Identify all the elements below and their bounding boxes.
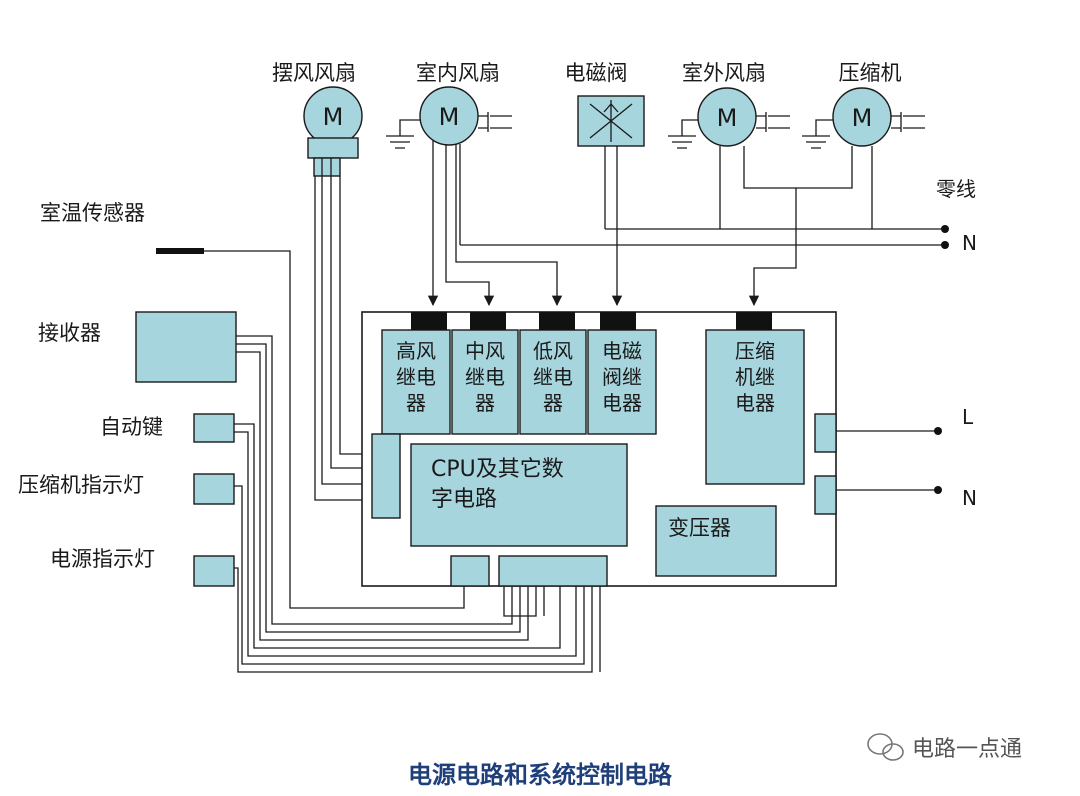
compressor-ground-icon [802,119,833,149]
outdoor-fan-ground-icon [668,119,698,149]
svg-text:电磁: 电磁 [602,339,642,363]
svg-text:继电: 继电 [533,365,573,389]
swing-fan-wires [314,176,372,501]
n-top-terminal-2 [941,241,949,249]
compressor-motor-symbol: M [852,104,873,132]
compressor-motor-icon [832,87,892,147]
compressor-capacitor-icon [891,112,925,132]
outdoor-fan-capacitor-icon [756,112,790,132]
outdoor-fan-motor-icon [697,87,757,147]
transformer: 变压器 [655,505,777,577]
compressor: 压缩机 M [802,61,925,149]
watermark-text: 电路一点通 [912,737,1022,762]
n-label: N [962,486,977,510]
swing-fan: 摆风风扇 M [272,61,363,177]
bottom-connector-right [498,555,608,587]
comp-led-label: 压缩机指示灯 [18,473,144,497]
n-terminal [934,486,942,494]
cpu-block: CPU及其它数 字电路 [410,443,628,547]
auto-key-label: 自动键 [100,415,163,439]
swing-fan-label: 摆风风扇 [272,61,356,85]
sensor-wire [204,250,465,609]
cpu-line-2: 字电路 [431,487,497,512]
comp-led-wire [234,485,585,665]
swing-fan-connector [313,157,341,177]
swing-fan-connector-board [371,433,401,519]
transformer-label: 变压器 [668,516,731,540]
svg-text:继电: 继电 [465,365,505,389]
power-led-label: 电源指示灯 [50,547,155,571]
svg-text:压缩: 压缩 [735,339,775,363]
indoor-fan-label: 室内风扇 [416,61,500,85]
l-terminal-block [814,413,837,453]
outdoor-fan-label: 室外风扇 [682,61,766,85]
comp-led-box [193,473,235,505]
receiver-box [135,311,237,383]
l-terminal [934,427,942,435]
relay-high: 高风 继电 器 [381,312,451,435]
svg-text:高风: 高风 [396,339,436,363]
l-label: L [962,405,974,429]
svg-text:阀继: 阀继 [602,365,642,389]
svg-text:器: 器 [406,391,426,415]
solenoid-valve-label: 电磁阀 [565,61,628,85]
room-temp-sensor-label: 室温传感器 [40,201,145,225]
svg-text:器: 器 [543,391,563,415]
indoor-fan: 室内风扇 M [386,61,512,149]
indoor-fan-ground-icon [386,119,420,149]
relay-mid: 中风 继电 器 [451,312,519,435]
compressor-label: 压缩机 [839,61,902,85]
outdoor-fan-motor-symbol: M [717,104,738,132]
n-top-label: N [962,231,977,255]
receiver-label: 接收器 [38,321,101,345]
svg-text:电器: 电器 [735,391,775,415]
diagram-title: 电源电路和系统控制电路 [408,761,673,789]
wechat-icon [867,733,904,761]
n-terminal-block [814,475,837,515]
swing-fan-motor-symbol: M [323,103,344,131]
auto-key-wires [234,423,577,657]
cpu-line-1: CPU及其它数 [431,457,564,482]
svg-text:中风: 中风 [465,339,505,363]
auto-key-button[interactable] [193,413,235,443]
neutral-line-label: 零线 [936,177,976,201]
svg-text:器: 器 [475,391,495,415]
indoor-fan-capacitor-icon [478,112,512,132]
svg-text:机继: 机继 [735,365,775,389]
relay-compressor: 压缩 机继 电器 [705,312,805,485]
receiver-wires [236,335,529,641]
svg-text:继电: 继电 [396,365,436,389]
power-led-box [193,555,235,587]
bottom-connector-left [450,555,490,587]
indoor-fan-motor-symbol: M [439,103,460,131]
power-led-wire [234,567,601,673]
watermark: 电路一点通 [867,733,1022,762]
swing-fan-base [307,137,359,159]
solenoid-valve: 电磁阀 [565,61,645,147]
n-top-terminal-1 [941,225,949,233]
svg-text:电器: 电器 [602,391,642,415]
relay-solenoid: 电磁 阀继 电器 [587,312,657,435]
relay-low: 低风 继电 器 [519,312,587,435]
motor-wires [427,140,873,307]
svg-text:低风: 低风 [533,339,573,363]
outdoor-fan: 室外风扇 M [668,61,790,149]
